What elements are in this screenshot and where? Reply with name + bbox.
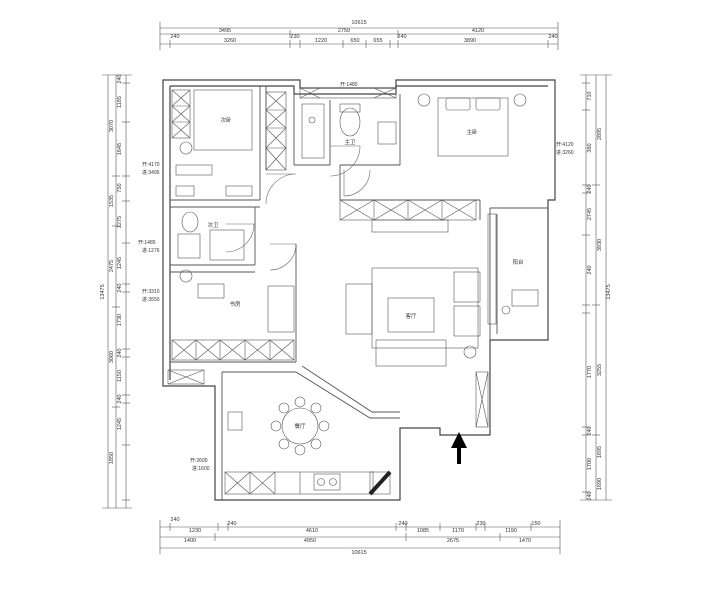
bottom-dim-label: 1170 bbox=[452, 528, 464, 534]
left-dim-label: 1245 bbox=[117, 418, 123, 430]
left-total-label: 13475 bbox=[100, 284, 106, 299]
top-dimensions bbox=[159, 22, 559, 50]
top-dim-label: 650 bbox=[350, 38, 359, 44]
room-label-bathroom: 主卫 bbox=[344, 138, 356, 146]
top-total-label: 10615 bbox=[351, 20, 366, 26]
annotation-bedroom2-depth: 进:3495 bbox=[142, 169, 160, 176]
annotation-guest-bath-depth: 进:1276 bbox=[142, 247, 160, 254]
top-dim-label: 240 bbox=[397, 34, 406, 40]
right-dim-label: 360 bbox=[587, 143, 593, 152]
left-dim-label: 1730 bbox=[117, 314, 123, 326]
bottom-dim-label: 2675 bbox=[447, 538, 459, 544]
right-dimensions bbox=[580, 74, 612, 501]
top-dim-label: 230 bbox=[290, 34, 299, 40]
top-dim-label: 655 bbox=[373, 38, 382, 44]
left-dim-label: 1645 bbox=[117, 143, 123, 155]
left-dim-label: 240 bbox=[117, 74, 123, 83]
top-dim-label: 3890 bbox=[464, 38, 476, 44]
left-dim-label: 240 bbox=[117, 283, 123, 292]
top-dim-label: 3260 bbox=[224, 38, 236, 44]
annotation-bath-top: 开:1480 bbox=[340, 82, 358, 88]
room-label-guest-bath: 次卫 bbox=[207, 221, 219, 229]
bottom-dim-label: 240 bbox=[398, 521, 407, 527]
bottom-dim-label: 230 bbox=[476, 521, 485, 527]
bottom-dim-label: 1190 bbox=[505, 528, 517, 534]
room-label-balcony: 阳台 bbox=[512, 258, 524, 266]
annotation-guest-bath-width: 开:1485 bbox=[138, 240, 156, 246]
bottom-dim-label: 1230 bbox=[189, 528, 201, 534]
top-dim-label: 2750 bbox=[338, 28, 350, 34]
right-dim-label: 240 bbox=[587, 426, 593, 435]
left-dim-label: 1850 bbox=[109, 452, 115, 464]
right-dim-label: 3255 bbox=[597, 364, 603, 376]
right-dim-label: 1695 bbox=[597, 446, 603, 458]
left-dim-label: 1245 bbox=[117, 257, 123, 269]
bottom-total-label: 10615 bbox=[351, 550, 366, 556]
left-dim-label: 1535 bbox=[109, 195, 115, 207]
toilet-icon bbox=[339, 107, 361, 137]
annotation-dining-width: 开:2600 bbox=[190, 458, 208, 464]
left-dim-label: 3070 bbox=[109, 120, 115, 132]
top-dim-label: 240 bbox=[170, 34, 179, 40]
right-dim-label: 240 bbox=[587, 491, 593, 500]
right-dim-label: 1770 bbox=[587, 366, 593, 378]
up-arrow-icon bbox=[451, 432, 467, 464]
annotation-study-depth: 进:3550 bbox=[142, 296, 160, 303]
right-dim-label: 240 bbox=[587, 184, 593, 193]
right-dim-label: 240 bbox=[587, 265, 593, 274]
room-label-master-bedroom: 主卧 bbox=[466, 128, 478, 136]
bottom-dim-label: 240 bbox=[170, 517, 179, 523]
right-dim-label: 1700 bbox=[587, 458, 593, 470]
bottom-dimensions bbox=[159, 520, 561, 554]
doors bbox=[225, 145, 371, 271]
top-dim-label: 240 bbox=[548, 34, 557, 40]
top-dim-label: 3495 bbox=[219, 28, 231, 34]
top-dim-label: 1220 bbox=[315, 38, 327, 44]
bottom-dim-label: 240 bbox=[227, 521, 236, 527]
right-dim-label: 1690 bbox=[597, 478, 603, 490]
bottom-dim-label: 4950 bbox=[304, 538, 316, 544]
room-label-study: 书房 bbox=[229, 300, 241, 308]
right-dim-label: 3930 bbox=[597, 239, 603, 251]
right-dim-label: 710 bbox=[587, 91, 593, 100]
dining-table-icon bbox=[281, 407, 319, 445]
right-total-label: 13475 bbox=[606, 284, 612, 299]
annotation-master-depth: 进:3260 bbox=[556, 149, 574, 156]
room-label-bedroom2: 次卧 bbox=[220, 116, 232, 124]
annotation-master-width: 开:4120 bbox=[556, 142, 574, 148]
left-dim-label: 240 bbox=[117, 394, 123, 403]
cabinets bbox=[167, 87, 497, 495]
bottom-dim-label: 1470 bbox=[519, 538, 531, 544]
bottom-dim-label: 150 bbox=[531, 521, 540, 527]
furniture bbox=[175, 89, 539, 496]
left-dim-label: 1275 bbox=[117, 216, 123, 228]
left-dim-label: 1185 bbox=[117, 96, 123, 108]
left-dimensions bbox=[102, 74, 132, 509]
annotation-study-width: 开:3310 bbox=[142, 289, 160, 295]
left-dim-label: 1150 bbox=[117, 370, 123, 382]
right-dim-label: 2895 bbox=[597, 128, 603, 140]
bottom-dim-label: 1085 bbox=[417, 528, 429, 534]
annotation-dining-depth: 进:1600 bbox=[192, 465, 210, 472]
top-dim-label: 4120 bbox=[472, 28, 484, 34]
bottom-dim-label: 1400 bbox=[184, 538, 196, 544]
room-label-dining: 餐厅 bbox=[294, 422, 306, 430]
bottom-dim-label: 4610 bbox=[306, 528, 318, 534]
interior-walls bbox=[170, 86, 548, 500]
left-dim-label: 3060 bbox=[109, 351, 115, 363]
room-label-living-room: 客厅 bbox=[405, 312, 417, 320]
left-dim-label: 750 bbox=[117, 183, 123, 192]
left-dim-label: 2475 bbox=[109, 260, 115, 272]
right-dim-label: 2745 bbox=[587, 208, 593, 220]
bed-icon bbox=[193, 89, 253, 151]
annotation-bedroom2-width: 开:4170 bbox=[142, 162, 160, 168]
master-bed-icon bbox=[437, 97, 509, 157]
left-dim-label: 240 bbox=[117, 348, 123, 357]
